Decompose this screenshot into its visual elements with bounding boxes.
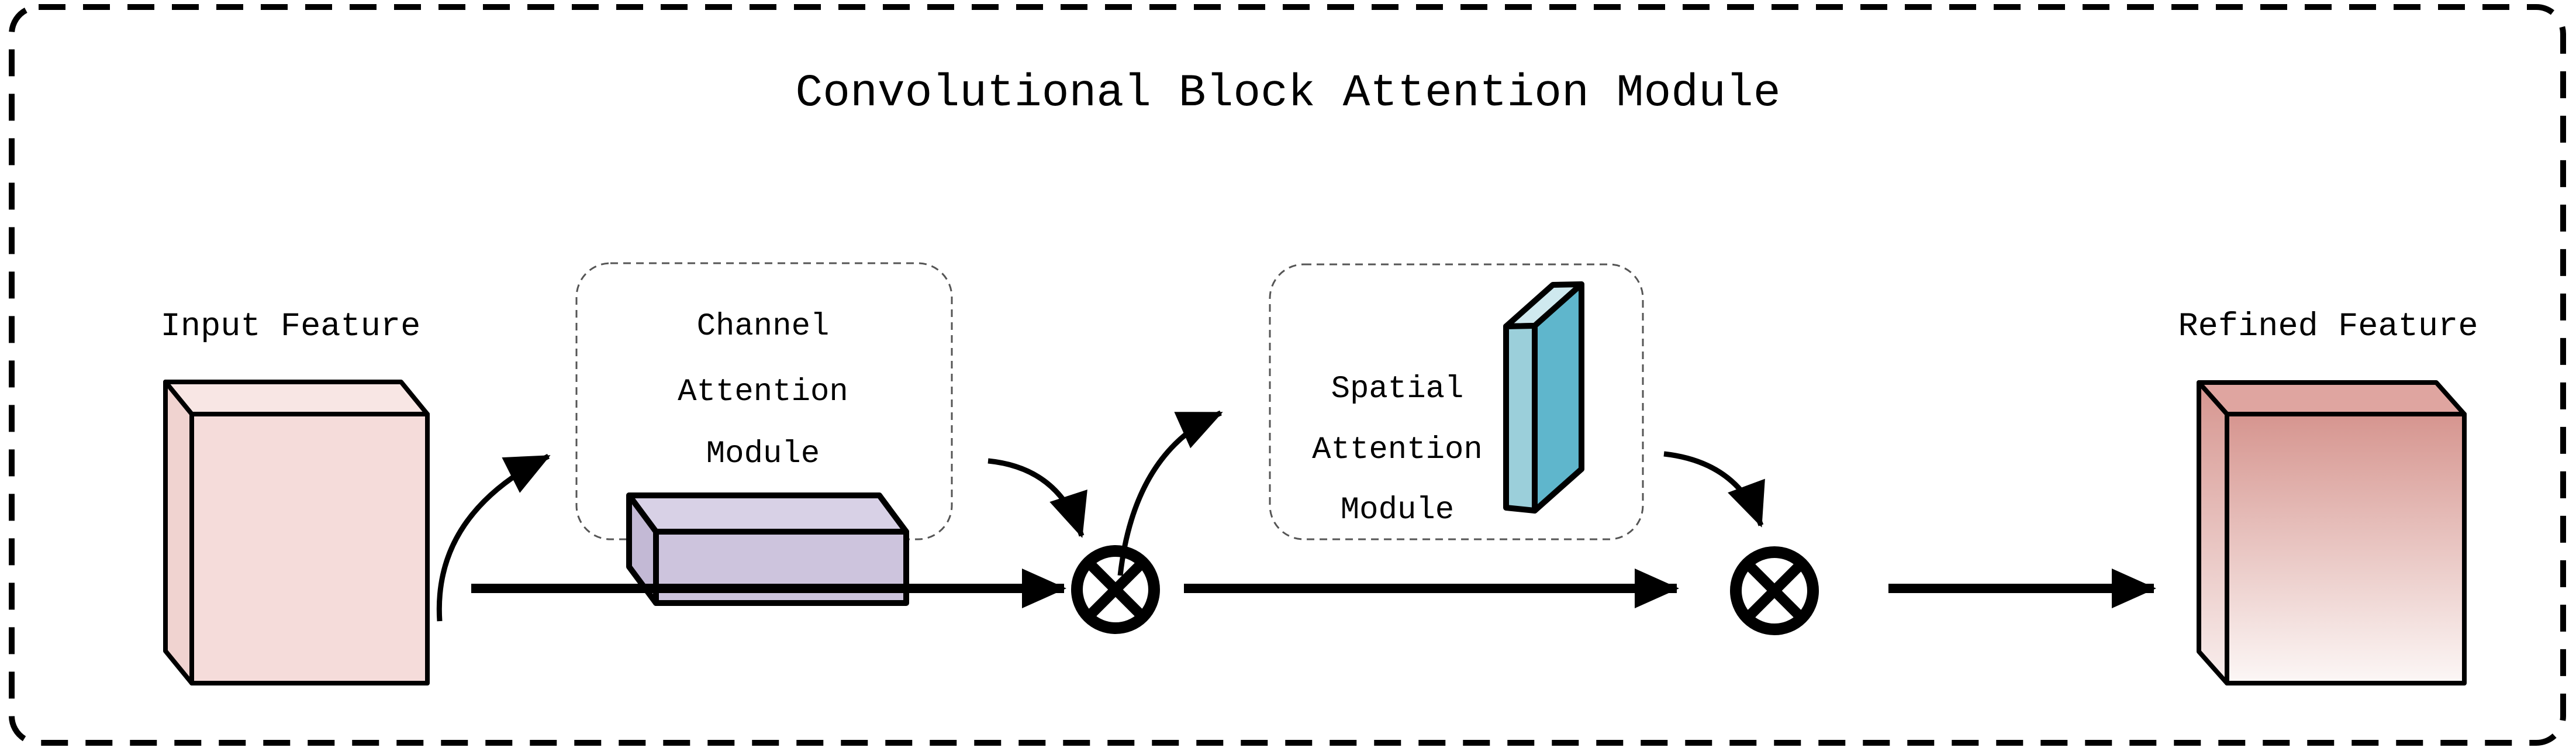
arrow-input-to-channel <box>436 453 551 622</box>
channel-attention-module-label: Channel Attention Module <box>678 309 848 472</box>
spatial-label-line3: Module <box>1341 492 1454 528</box>
multiply1-cross-line-b <box>1084 558 1147 621</box>
multiply2-cross-line-b <box>1743 559 1806 622</box>
refined-cube-side-face <box>2197 380 2229 685</box>
channel-label-line3: Module <box>706 436 820 472</box>
input-cube-side-face <box>163 380 194 685</box>
refined-cube-top-face <box>2197 380 2467 416</box>
input-feature-cube <box>163 380 430 685</box>
input-cube-top-face <box>163 380 430 416</box>
diagram-title: Convolutional Block Attention Module <box>795 68 1780 119</box>
refined-feature-cube <box>2197 380 2467 685</box>
spatial-attention-module-label: Spatial Attention Module <box>1312 371 1483 528</box>
multiply1-circle <box>1071 545 1160 634</box>
arrow-multiply1-to-spatial <box>1117 410 1223 576</box>
spatial-label-line2: Attention <box>1312 432 1483 468</box>
channel-label-line1: Channel <box>697 309 830 345</box>
elementwise-multiply-icon-1 <box>1071 545 1160 634</box>
spatial-slab-side-face <box>1503 323 1538 514</box>
refined-cube-front-face <box>2225 412 2467 685</box>
channel-label-line2: Attention <box>678 374 848 410</box>
outer-dashed-border <box>9 4 2566 746</box>
input-cube-front-face <box>189 412 430 685</box>
arrow-channel-to-multiply1 <box>987 458 1087 538</box>
elementwise-multiply-icon-2 <box>1730 546 1819 635</box>
multiply2-circle <box>1730 546 1819 635</box>
arrow-spatial-to-multiply2 <box>1663 451 1765 528</box>
spatial-slab-front-face <box>1532 281 1584 514</box>
channel-slab-top-face <box>626 492 909 535</box>
input-feature-label: Input Feature <box>161 308 421 346</box>
spatial-attention-slab <box>1503 281 1584 514</box>
spatial-label-line1: Spatial <box>1331 371 1464 407</box>
refined-feature-label: Refined Feature <box>2178 308 2478 346</box>
